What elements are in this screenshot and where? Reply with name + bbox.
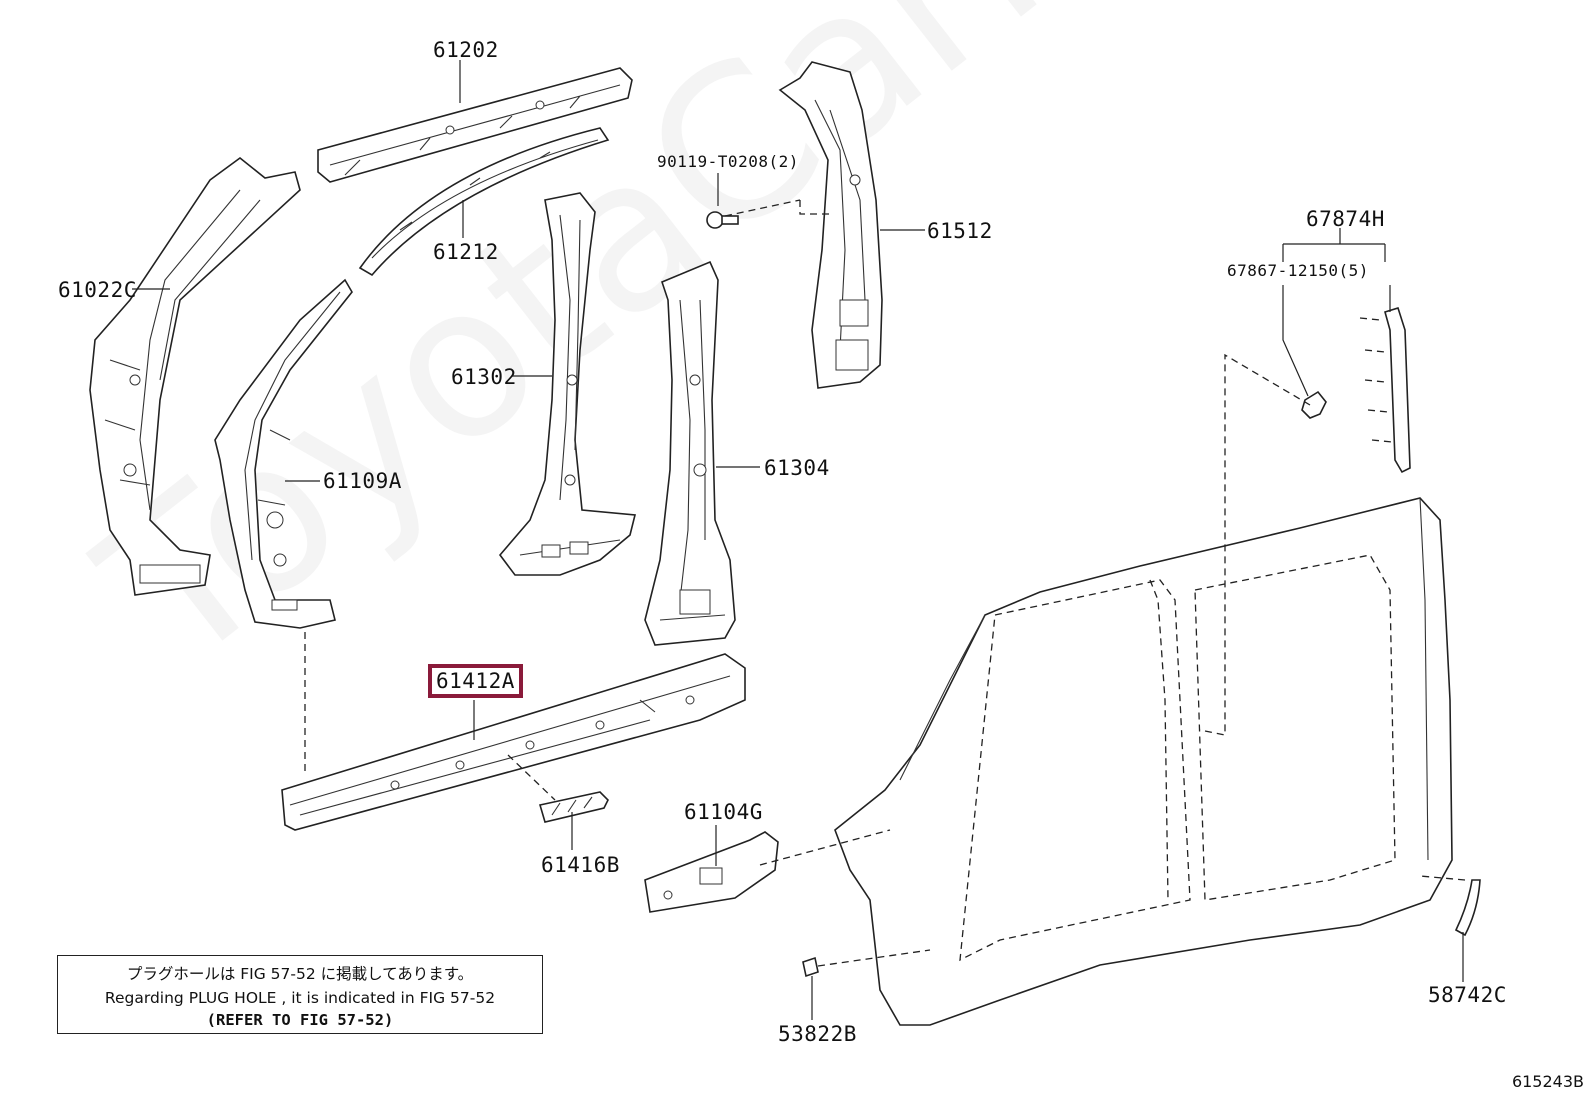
label-61202[interactable]: 61202 [433,38,499,62]
part-61304-drawing[interactable] [644,260,736,646]
part-61202-drawing[interactable] [317,67,633,183]
part-67867-drawing[interactable] [1301,390,1327,419]
part-61212-drawing[interactable] [358,127,610,277]
label-67874H[interactable]: 67874H [1306,207,1385,231]
label-61512[interactable]: 61512 [927,219,993,243]
label-61212[interactable]: 61212 [433,240,499,264]
leader-lines [132,60,1464,1020]
label-61302[interactable]: 61302 [451,365,517,389]
part-67874H-drawing[interactable] [1359,307,1411,474]
part-58742C-drawing[interactable] [1454,879,1481,937]
label-61304[interactable]: 61304 [764,456,830,480]
label-61416B[interactable]: 61416B [541,853,620,877]
label-61109A[interactable]: 61109A [323,469,402,493]
label-90119-T0208[interactable]: 90119-T0208(2) [657,152,799,171]
label-58742C[interactable]: 58742C [1428,983,1507,1007]
note-japanese-text: プラグホールは FIG 57-52 に掲載してあります。 [126,965,474,983]
part-61022C-drawing[interactable] [89,156,301,596]
label-61104G[interactable]: 61104G [684,800,763,824]
label-61022C[interactable]: 61022C [58,278,137,302]
part-61109A-drawing[interactable] [214,278,353,629]
part-61412A-drawing[interactable] [281,653,746,831]
label-61412A-highlighted[interactable]: 61412A [428,664,523,698]
part-53822B-drawing[interactable] [802,956,819,978]
note-reference-text: (REFER TO FIG 57-52) [206,1011,394,1029]
assembly-dashed-lines [304,199,1466,967]
figure-id: 615243B [1511,1072,1584,1091]
label-53822B[interactable]: 53822B [778,1022,857,1046]
part-90119-drawing[interactable] [706,211,739,229]
part-61512-drawing[interactable] [778,61,883,389]
plug-hole-note-box: プラグホールは FIG 57-52 に掲載してあります。 Regarding P… [57,955,543,1034]
side-panel-assembly-drawing [834,497,1453,1026]
part-61302-drawing[interactable] [498,192,637,576]
part-61416B-drawing[interactable] [538,791,609,823]
note-english-text: Regarding PLUG HOLE , it is indicated in… [104,989,496,1007]
label-67867-12150[interactable]: 67867-12150(5) [1227,261,1369,280]
part-61104G-drawing[interactable] [644,831,779,913]
